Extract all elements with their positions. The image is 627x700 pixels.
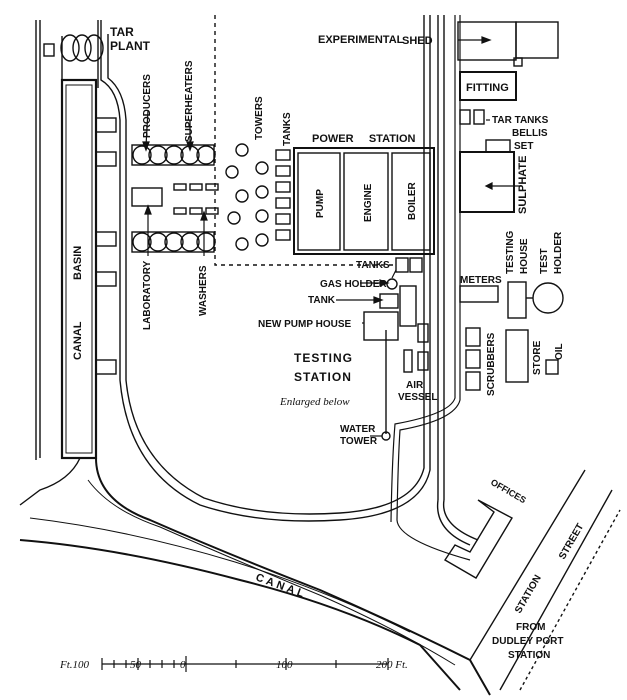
testing-house	[507, 281, 527, 319]
scale-bar	[101, 656, 389, 672]
oil-store	[545, 359, 559, 375]
label-bellis: BELLIS	[512, 128, 548, 139]
label-washers: WASHERS	[198, 265, 209, 316]
store-building	[505, 329, 529, 383]
label-meters: METERS	[460, 275, 502, 286]
label-test-holder-2: HOLDER	[553, 231, 564, 274]
label-tanks-top: TANKS	[282, 112, 293, 146]
scrubber-2	[465, 349, 481, 369]
label-superheaters: SUPERHEATERS	[184, 60, 195, 142]
label-test-holder-1: TEST	[539, 248, 550, 274]
label-producers: PRODUCERS	[142, 74, 153, 138]
station-street	[469, 469, 621, 691]
label-fitting: FITTING	[466, 82, 509, 94]
label-testing-house-2: HOUSE	[519, 238, 530, 274]
label-set: SET	[514, 141, 533, 152]
label-shed: SHED	[402, 35, 433, 47]
canal	[19, 457, 491, 696]
site-boundary	[214, 15, 395, 266]
tar-tank-1	[459, 109, 471, 125]
label-tanks-mid: TANKS	[356, 260, 390, 271]
meters-building	[459, 285, 499, 303]
label-enlarged-below: Enlarged below	[279, 396, 350, 408]
label-new-pump-house: NEW PUMP HOUSE	[258, 319, 351, 330]
label-canal: CANAL	[72, 321, 84, 360]
sulphate-house	[459, 151, 515, 213]
scrubber-3	[465, 371, 481, 391]
label-dudley-station: STATION	[508, 650, 550, 661]
map-labels: TAR PLANT EXPERIMENTAL SHED FITTING TAR …	[59, 25, 586, 671]
tanks-mid-1	[395, 257, 409, 273]
scrubber-1	[465, 327, 481, 347]
experimental-shed-annex	[515, 21, 559, 59]
label-station-street: STATION	[513, 573, 544, 615]
canal-basin	[35, 20, 117, 460]
label-engine: ENGINE	[363, 183, 374, 222]
fitting-shop	[459, 71, 517, 101]
label-tower: TOWER	[340, 436, 378, 447]
tanks-column	[275, 149, 291, 241]
label-plant: PLANT	[110, 39, 151, 53]
label-vessel: VESSEL	[398, 392, 437, 403]
test-holder	[532, 282, 564, 314]
label-tar-tanks: TAR TANKS	[492, 115, 549, 126]
label-towers: TOWERS	[254, 96, 265, 140]
label-testing: TESTING	[294, 351, 353, 365]
label-boiler: BOILER	[407, 181, 418, 220]
label-offices: OFFICES	[489, 477, 528, 505]
bellis-set	[485, 139, 511, 153]
scale-label-0: 0	[180, 659, 186, 671]
label-testing-house-1: TESTING	[505, 230, 516, 274]
label-scrubbers: SCRUBBERS	[486, 332, 497, 396]
tar-plant	[60, 34, 104, 80]
scale-label-start: Ft.100	[59, 659, 90, 671]
label-street: STREET	[557, 522, 586, 562]
scale-label-end: 200 Ft.	[376, 659, 408, 671]
label-station: STATION	[294, 370, 352, 384]
label-air: AIR	[406, 380, 424, 391]
scale-label-100: 100	[276, 659, 293, 671]
tar-tank-2	[473, 109, 485, 125]
scale-label-50: 50	[130, 659, 142, 671]
offices-building	[444, 499, 513, 579]
label-laboratory: LABORATORY	[142, 260, 153, 330]
label-water: WATER	[340, 424, 376, 435]
power-station	[293, 147, 435, 255]
tanks-mid-2	[409, 257, 423, 273]
label-power-station: POWER STATION	[312, 133, 416, 145]
label-sulphate: SULPHATE	[517, 156, 529, 214]
label-dudley-port: DUDLEY PORT	[492, 636, 564, 647]
label-oil: OIL	[554, 343, 565, 360]
label-basin: BASIN	[72, 246, 84, 280]
label-from: FROM	[516, 622, 545, 633]
label-store: STORE	[532, 340, 543, 375]
label-gas-holder: GAS HOLDER	[320, 279, 387, 290]
laboratory-building	[131, 187, 163, 207]
label-tar: TAR	[110, 25, 134, 39]
label-tank: TANK	[308, 295, 336, 306]
label-pump: PUMP	[315, 189, 326, 218]
label-experimental: EXPERIMENTAL	[318, 34, 404, 46]
towers	[225, 143, 269, 251]
producer-plant	[131, 144, 219, 253]
railway-loop	[97, 15, 479, 561]
